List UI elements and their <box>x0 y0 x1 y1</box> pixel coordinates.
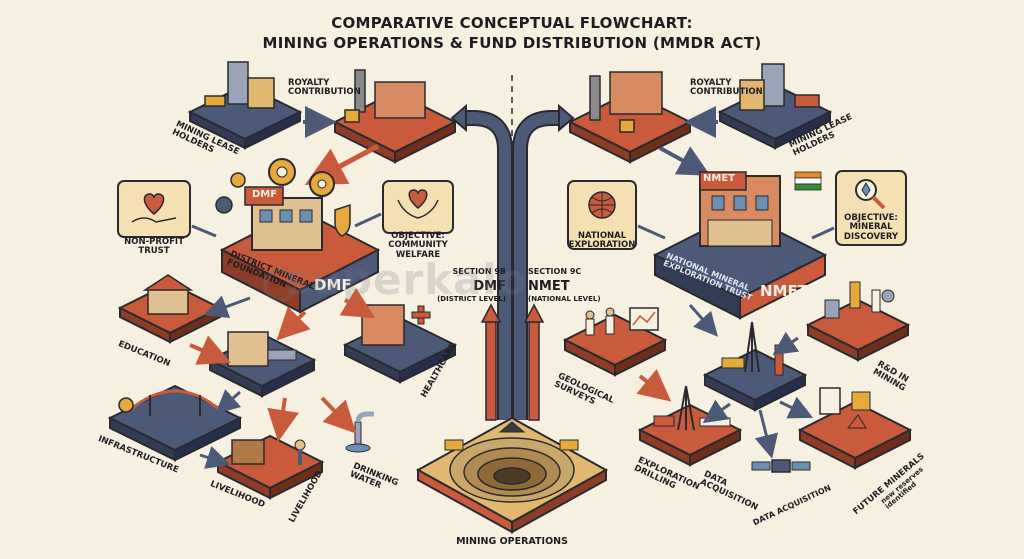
left-royalty-label: ROYALTY CONTRIBUTION <box>288 78 361 97</box>
arrow-equipment-satellite <box>754 409 779 459</box>
district-level-label: (DISTRICT LEVEL) <box>437 295 506 303</box>
national-exploration-connector <box>637 224 666 240</box>
left-royalty-platform <box>332 69 458 164</box>
arrow-dmf-health <box>276 306 311 341</box>
india-flag-icon <box>794 171 822 191</box>
section-9c-nmet: NMET <box>528 279 570 294</box>
objective-community-card <box>382 180 454 234</box>
arrow-health-infra <box>215 389 242 414</box>
nmet-sign-label: NMET <box>703 173 735 184</box>
national-exploration-card <box>567 180 637 250</box>
arrow-equipment-drilling <box>702 399 731 424</box>
right-royalty-platform <box>567 71 693 164</box>
watermark-icon <box>263 268 297 302</box>
objective-connector-left <box>354 212 382 228</box>
arrow-infra-livelihood <box>199 446 231 469</box>
center-arrow-right <box>512 103 575 420</box>
mining-pit <box>415 416 609 534</box>
title-line-1: COMPARATIVE CONCEPTUAL FLOWCHART: <box>331 14 693 32</box>
arrow-edu-health <box>189 335 232 365</box>
nonprofit-card <box>117 180 191 238</box>
arrow-royalty-to-nmet <box>659 146 711 176</box>
center-arrow-up-left <box>480 303 502 421</box>
section-9c-label: SECTION 9C <box>528 267 582 276</box>
arrow-health-livelihood <box>267 397 299 442</box>
left-lease-holders-platform <box>187 61 303 150</box>
right-royalty-label: ROYALTY CONTRIBUTION <box>690 78 763 97</box>
rnd-platform <box>805 281 911 362</box>
geological-platform <box>562 307 668 377</box>
arrow-rnd-equipment <box>772 331 800 355</box>
nonprofit-label: NON-PROFIT TRUST <box>124 237 184 257</box>
center-arrow-up-right <box>523 303 545 421</box>
arrow-health-water <box>320 396 357 434</box>
center-arrow-left <box>450 103 513 420</box>
arrow-equipment-future <box>779 396 814 419</box>
nonprofit-connector <box>191 224 217 238</box>
gear-icons-left <box>215 158 335 214</box>
section-9b-dmf: DMF <box>473 279 506 294</box>
arrow-dmf-education <box>203 295 251 319</box>
equipment-platform <box>702 321 808 412</box>
dmf-big-label: DMF <box>314 276 352 294</box>
future-minerals-platform <box>797 387 913 470</box>
nmet-big-label: NMET <box>760 282 808 300</box>
title-line-2: MINING OPERATIONS & FUND DISTRIBUTION (M… <box>262 34 762 52</box>
watermark-text: superkalo <box>285 255 528 304</box>
health-center-platform <box>207 331 317 398</box>
dmf-platform <box>219 186 381 314</box>
objective-mineral-card <box>835 170 907 246</box>
mining-operations-label: MINING OPERATIONS <box>456 536 568 547</box>
national-exploration-label: NATIONAL EXPLORATION <box>568 231 636 251</box>
section-9b-label: SECTION 9B <box>452 267 506 276</box>
objective-connector-right <box>811 226 835 240</box>
right-lease-holders-platform <box>717 63 833 150</box>
dmf-sign-label: DMF <box>252 189 278 200</box>
objective-community-label: OBJECTIVE: COMMUNITY WELFARE <box>388 231 448 260</box>
objective-mineral-label: OBJECTIVE: MINERAL DISCOVERY <box>843 213 899 242</box>
livelihood-platform <box>215 434 325 500</box>
nmet-platform <box>652 171 828 320</box>
arrow-geo-drilling <box>636 368 672 402</box>
arrow-nmet-equipment <box>688 304 718 337</box>
drinking-water-icon <box>345 411 374 453</box>
infrastructure-platform <box>107 384 243 462</box>
satellite-icon <box>751 459 811 473</box>
healthcare-platform <box>342 304 458 384</box>
arrow-dmf-healthcare <box>339 287 376 319</box>
drilling-platform <box>637 385 743 467</box>
education-platform <box>117 274 223 344</box>
national-level-label: (NATIONAL LEVEL) <box>528 295 601 303</box>
